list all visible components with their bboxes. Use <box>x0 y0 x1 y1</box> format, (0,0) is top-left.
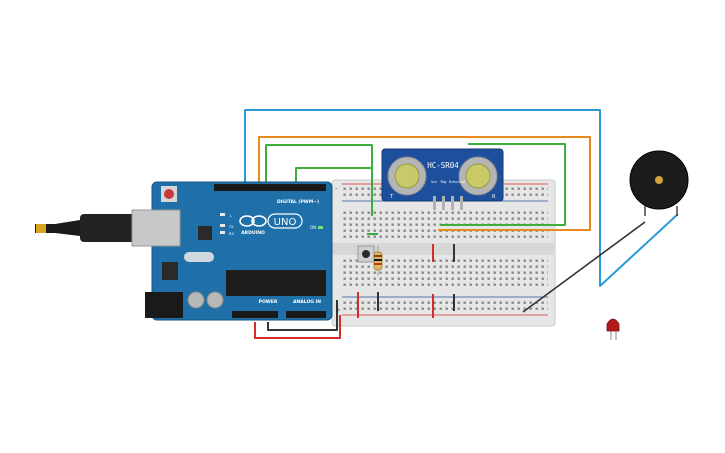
power-header <box>232 311 278 318</box>
led-label-l: L <box>230 214 232 218</box>
center-channel <box>332 243 555 255</box>
reset-button[interactable] <box>164 189 174 199</box>
usb-cable <box>35 220 80 236</box>
usb-chip <box>198 226 212 240</box>
wire-blue[interactable] <box>244 109 679 287</box>
capacitor-1 <box>187 291 205 309</box>
sensor-side-r: R <box>492 194 496 200</box>
digital-label: DIGITAL (PWM~) <box>277 199 319 205</box>
sensor-pin-vcc: Vcc <box>431 180 437 184</box>
model-label: UNO <box>274 217 297 228</box>
wire-red-power[interactable] <box>254 315 341 339</box>
sensor-side-t: T <box>389 194 394 200</box>
sensor-label: HC-SR04 <box>427 161 459 170</box>
arduino-uno[interactable]: DIGITAL (PWM~) UNO ARDUINO L TX RX ON PO… <box>35 181 333 321</box>
led-l <box>220 213 225 216</box>
rail-minus-sign-top: - <box>335 185 338 193</box>
pushbutton[interactable] <box>357 245 375 263</box>
on-label: ON <box>310 225 316 230</box>
pushbutton-cap[interactable] <box>362 250 370 258</box>
sensor-mesh-left <box>394 163 420 189</box>
led-body <box>606 318 620 332</box>
sensor-mesh-right <box>465 163 491 189</box>
led-tx <box>220 224 225 227</box>
sensor-pin-1 <box>433 196 436 210</box>
sensor-pin-gnd: Gnd <box>458 180 465 184</box>
sensor-pin-echo: Echo <box>449 180 458 184</box>
analog-label: ANALOG IN <box>293 299 321 305</box>
piezo-buzzer[interactable] <box>629 150 689 216</box>
bottom-rail-holes-1 <box>342 299 548 305</box>
resistor-band-1 <box>374 255 382 257</box>
bottom-rail-holes-2 <box>342 306 548 312</box>
led-rx <box>220 231 225 234</box>
resistor-band-2 <box>374 259 382 261</box>
sensor-pin-3 <box>451 196 454 210</box>
atmega-chip <box>226 270 326 296</box>
wire-orange[interactable] <box>258 136 591 231</box>
wire-green-2[interactable] <box>295 167 372 184</box>
led-on <box>318 226 323 229</box>
wire-black-ground[interactable] <box>267 300 338 331</box>
power-label: POWER <box>259 299 278 305</box>
wires <box>244 109 679 339</box>
sensor-pin-trig: Trig <box>439 180 446 184</box>
resistor[interactable] <box>373 246 383 276</box>
digital-header <box>214 184 326 191</box>
led-label-tx: TX <box>228 225 234 229</box>
power-jack <box>145 292 183 318</box>
uno-badge <box>267 213 303 229</box>
crystal <box>184 252 214 262</box>
logo-loop-left <box>239 215 255 227</box>
regulator-chip <box>162 262 178 280</box>
led-label-rx: RX <box>229 232 234 236</box>
wire-green-1[interactable] <box>265 144 373 216</box>
buzzer-center <box>655 176 663 184</box>
logo-loop-right <box>251 215 267 227</box>
usb-port <box>131 209 181 247</box>
usb-cable-plug <box>80 214 140 242</box>
usb-cable-tip <box>36 224 46 233</box>
ultrasonic-sensor[interactable]: HC-SR04 Vcc Trig Echo Gnd T R <box>381 148 504 210</box>
sensor-pin-2 <box>442 196 445 210</box>
capacitor-2 <box>206 291 224 309</box>
resistor-band-3 <box>374 263 382 265</box>
red-led[interactable] <box>606 318 620 340</box>
analog-header <box>286 311 326 318</box>
wire-black-buzzer[interactable] <box>522 221 646 313</box>
wire-green-3[interactable] <box>440 143 566 226</box>
brand-label: ARDUINO <box>241 230 265 236</box>
sensor-pin-4 <box>460 196 463 210</box>
